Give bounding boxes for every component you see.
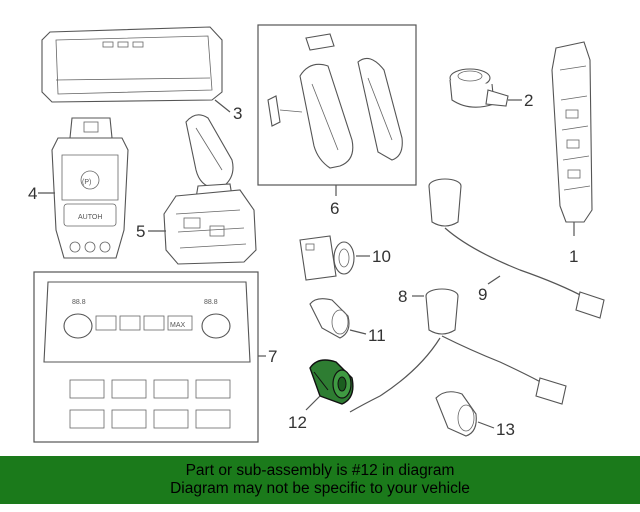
callout-6: 6	[330, 199, 339, 218]
callout-9: 9	[478, 285, 487, 304]
climate-max-label: MAX	[170, 322, 186, 329]
climate-temp-left: 88.8	[72, 299, 86, 306]
callout-5: 5	[136, 222, 145, 241]
part-7-climate-panel[interactable]: 88.8 88.8 MAX	[43, 281, 251, 429]
part-10-power-socket[interactable]	[299, 235, 355, 281]
part-5-gear-shifter[interactable]	[163, 114, 257, 265]
part-3-control-module[interactable]	[41, 26, 223, 103]
part-4-parking-brake-switch[interactable]: (P) AUTOH	[51, 117, 129, 259]
callout-13: 13	[496, 420, 515, 439]
callout-7: 7	[268, 347, 277, 366]
part-11-socket[interactable]	[309, 298, 350, 339]
banner-line-2: Diagram may not be specific to your vehi…	[170, 480, 470, 497]
callout-8: 8	[398, 287, 407, 306]
callout-3: 3	[233, 104, 242, 123]
part-2-idrive-controller[interactable]	[449, 68, 509, 108]
banner-line-1: Part or sub-assembly is #12 in diagram	[185, 462, 455, 479]
callout-4: 4	[28, 184, 37, 203]
part-12-socket-highlighted[interactable]	[309, 359, 354, 405]
info-banner: Part or sub-assembly is #12 in diagram D…	[0, 456, 640, 504]
part-1-switch-panel[interactable]	[551, 41, 593, 223]
part-9-socket-harness[interactable]	[428, 178, 605, 319]
part-7-box	[33, 271, 259, 443]
part-6-box	[257, 24, 417, 186]
part-13-socket-ring[interactable]	[435, 391, 477, 437]
parking-brake-symbol: (P)	[82, 179, 91, 186]
climate-temp-right: 88.8	[204, 299, 218, 306]
part-6-shifter-trim[interactable]	[267, 33, 403, 169]
callout-1: 1	[569, 247, 578, 266]
callout-12: 12	[288, 413, 307, 432]
autoh-label: AUTOH	[78, 214, 102, 221]
callout-11: 11	[368, 326, 386, 345]
callout-2: 2	[524, 91, 533, 110]
part-8-socket-harness[interactable]	[349, 288, 567, 413]
callout-10: 10	[372, 247, 391, 266]
parts-diagram: 3 (P) AUTOH 4 5 6	[28, 24, 605, 443]
